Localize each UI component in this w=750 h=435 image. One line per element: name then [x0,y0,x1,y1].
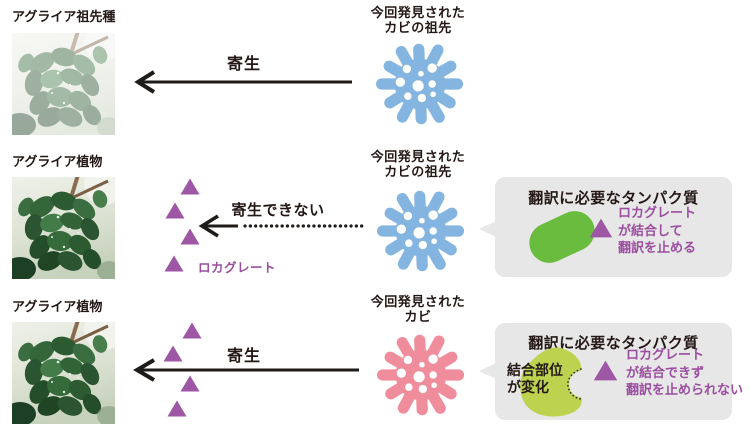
callout-note: ロカグレート が結合して 翻訳を止める [618,205,696,258]
plant-photo [12,322,115,424]
fungus-label: 今回発見された カビ [348,295,488,325]
fungus-label: 今回発見された カビの祖先 [348,6,488,36]
callout-note-line1: ロカグレート [626,348,705,363]
rocaglate-triangle-icon [182,322,202,339]
callout-note-line3: 翻訳を止められない [626,383,744,398]
binding-site-label-line2: が変化 [507,380,549,396]
fungus-label-line2: カビ [404,310,432,325]
fungus-modern-icon [374,331,468,419]
translation-protein-icon [529,211,595,263]
rocaglate-triangle-icon [180,228,200,245]
bubble-tail [479,363,496,379]
fungus-ancestor-icon [374,187,468,275]
callout-note-line2: が結合できず [626,365,705,381]
binding-site-label-line1: 結合部位 [507,363,563,379]
mutated-protein-icon [520,347,582,417]
parasitism-arrow-icon [134,70,352,94]
parasitism-arrow-icon [133,358,359,382]
binding-site-label: 結合部位 が変化 [507,363,563,397]
parasitism-arrow-label: 寄生 [226,346,261,365]
fungus-label-line2: カビの祖先 [384,165,452,180]
callout-note-line1: ロカグレート [618,206,697,221]
plant-photo [12,33,115,135]
rocaglate-triangle-icon [167,400,187,417]
fungus-label: 今回発見された カビの祖先 [348,150,488,180]
fungus-label-line2: カビの祖先 [384,21,452,36]
fungus-label-line1: 今回発見された [370,150,466,165]
callout-note-line2: が結合して [618,223,683,239]
no-parasitism-arrow-label: 寄生できない [231,201,325,219]
callout-bubble-bind: 翻訳に必要なタンパク質 ロカグレート が結合して 翻訳を止める [479,177,732,277]
fungus-label-line1: 今回発見された [370,6,466,21]
callout-note: ロカグレート が結合できず 翻訳を止められない [626,347,743,400]
callout-bubble: 翻訳に必要なタンパク質 結合部位 が変化 ロカグレート が結合できず 翻訳を止め… [479,323,743,420]
parasitism-arrow-label: 寄生 [226,54,261,73]
plant-label: アグライア植物 [12,155,103,170]
rocaglate-triangle-icon [180,178,200,195]
rocaglate-triangle-icon [164,255,184,272]
binding-site-dotted-arc [567,368,582,400]
callout-title: 翻訳に必要なタンパク質 [528,189,699,207]
rocaglate-triangle-icon [165,202,185,219]
rocaglate-label: ロカグレート [198,260,277,275]
callout-title: 翻訳に必要なタンパク質 [528,334,699,352]
blocked-parasitism-arrow-icon [198,214,364,238]
rocaglate-triangle-icon [589,218,613,238]
callout-note-line3: 翻訳を止める [618,241,697,256]
plant-photo [12,177,115,279]
fungus-ancestor-icon [373,40,467,128]
bubble-tail [479,221,496,237]
fungus-label-line1: 今回発見された [370,295,466,310]
plant-label: アグライア祖先種 [12,10,116,25]
plant-label: アグライア植物 [12,300,103,315]
rocaglate-triangle-icon [593,360,618,381]
